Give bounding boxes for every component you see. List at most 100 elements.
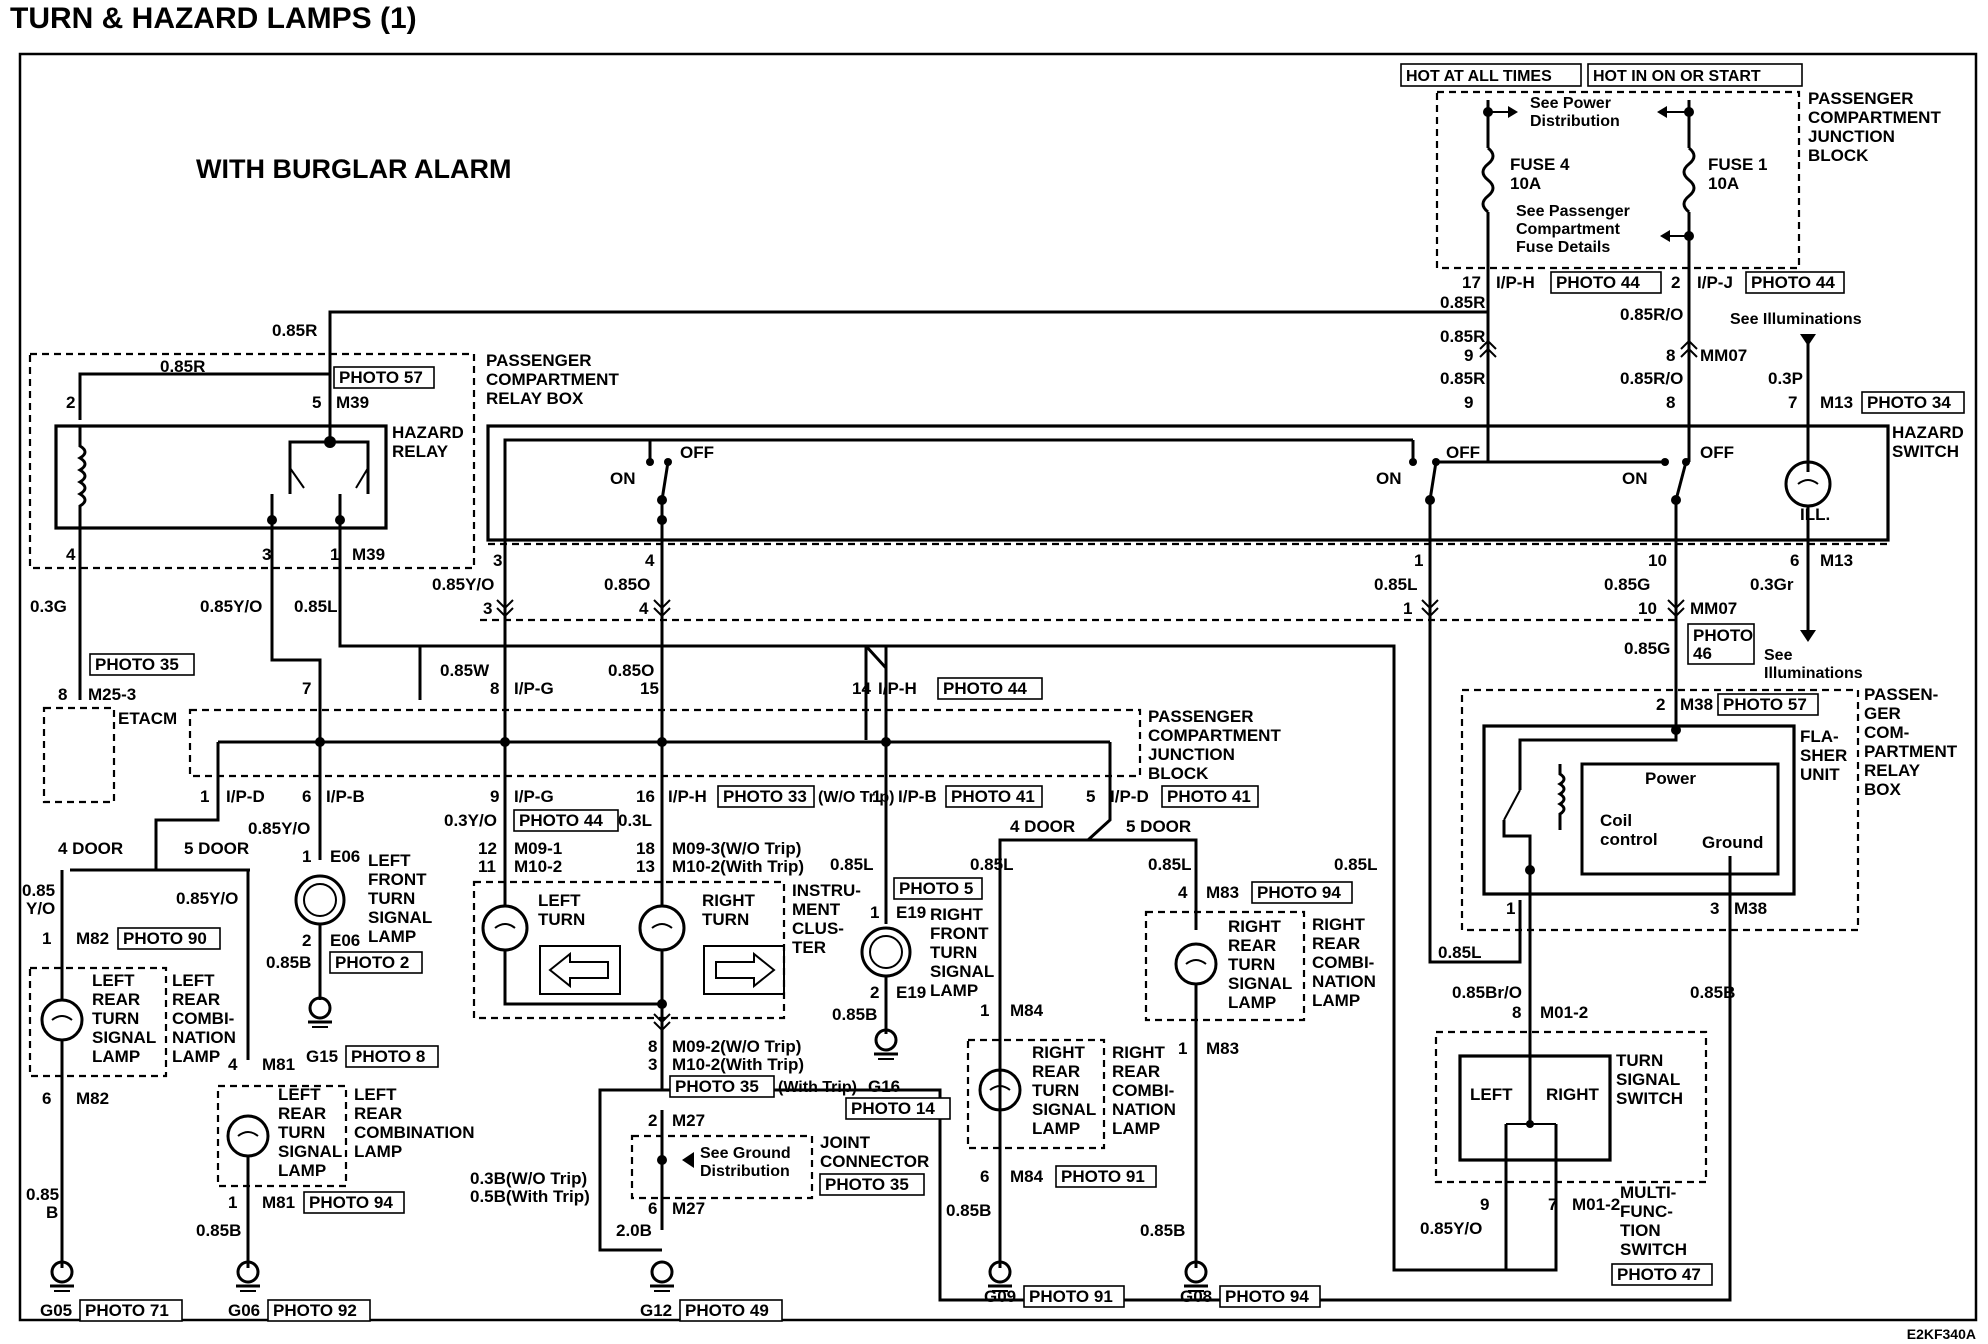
pcrb-left-label-3: RELAY BOX [486, 389, 584, 408]
photo-94-ref: PHOTO 94 [309, 1193, 393, 1212]
tss-right-label: RIGHT [1546, 1085, 1600, 1104]
on-label-3: ON [1622, 469, 1648, 488]
pin-8: 8 [1666, 346, 1675, 365]
ground-g16: G16 [868, 1077, 900, 1096]
lrcl-label-4: NATION [172, 1028, 236, 1047]
rrcl2-label-1: RIGHT [1112, 1043, 1166, 1062]
pcrb-right-label-2: GER [1864, 704, 1901, 723]
left-rear-turn-lamp-box [28, 966, 168, 1078]
with-trip-label: (With Trip) [778, 1079, 857, 1096]
wire-085yo-d: 0.85Y/O [176, 889, 238, 908]
pin-7: 7 [1788, 393, 1797, 412]
tss-label-2: SIGNAL [1616, 1070, 1680, 1089]
photo-44-ref-d: PHOTO 44 [519, 811, 603, 830]
connector-m81-b: M81 [262, 1193, 295, 1212]
pcrb-right-label-3: COM- [1864, 723, 1909, 742]
wire-03p: 0.3P [1768, 369, 1803, 388]
fuse-4-label: FUSE 4 [1510, 155, 1570, 174]
connector-e19-b: E19 [896, 983, 926, 1002]
pin-1-c: 1 [200, 787, 209, 806]
hazard-switch-contact-1: ON OFF [503, 438, 714, 542]
rrcl-label-5: LAMP [1312, 991, 1360, 1010]
left-turn-label-2: TURN [538, 910, 585, 929]
see-power-label-2: Distribution [1530, 113, 1620, 130]
pin-2-e: 2 [302, 931, 311, 950]
pin-1-g: 1 [870, 903, 879, 922]
connector-m10-2: M10-2 [514, 857, 562, 876]
pin-4-l: 4 [228, 1055, 238, 1074]
pcjb-mid-label-1: PASSENGER [1148, 707, 1254, 726]
pin-4: 4 [645, 551, 655, 570]
inst-label-4: TER [792, 938, 826, 957]
pin-1-i: 1 [980, 1001, 989, 1020]
pin-1-d: 1 [872, 787, 881, 806]
five-door-label-left: 5 DOOR [184, 839, 249, 858]
flasher-coil-label-2: control [1600, 830, 1658, 849]
connector-ip-b: I/P-B [326, 787, 365, 806]
pcjb-top-label-3: JUNCTION [1808, 127, 1895, 146]
lrtsl-label-5: LAMP [92, 1047, 140, 1066]
pin-7-b: 7 [302, 679, 311, 698]
page-title: TURN & HAZARD LAMPS (1) [10, 2, 417, 35]
photo-91-ref-b: PHOTO 91 [1029, 1287, 1113, 1306]
mfs-label-2: FUNC- [1620, 1202, 1673, 1221]
left-turn-label-1: LEFT [538, 891, 581, 910]
flasher-label-1: FLA- [1800, 727, 1839, 746]
photo-35-ref-b: PHOTO 35 [675, 1077, 759, 1096]
connector-m13: M13 [1820, 393, 1853, 412]
ground-g15: G15 [306, 1047, 338, 1066]
photo-46-ref-1: PHOTO [1693, 626, 1753, 645]
pcjb-mid-label-3: JUNCTION [1148, 745, 1235, 764]
lft-label-3: TURN [368, 889, 415, 908]
fuse-4-symbol [1481, 146, 1495, 214]
wire-085ro: 0.85R/O [1620, 305, 1683, 324]
fuse-4-rating: 10A [1510, 174, 1541, 193]
wire-085l-b: 0.85L [294, 597, 337, 616]
pin-2-g: 2 [870, 983, 879, 1002]
off-label-3: OFF [1700, 443, 1734, 462]
right-turn-label-1: RIGHT [702, 891, 756, 910]
rrtsl-label-5: LAMP [1228, 993, 1276, 1012]
lrcl2-label-2: REAR [354, 1104, 402, 1123]
rrcl-label-1: RIGHT [1312, 915, 1366, 934]
pin-18: 18 [636, 839, 655, 858]
pin-1-f: 1 [1506, 899, 1515, 918]
lrtsl2-label-2: REAR [278, 1104, 326, 1123]
see-illuminations-bottom-2: Illuminations [1764, 665, 1863, 682]
pin-5-d: 5 [1086, 787, 1095, 806]
wire-05b: 0.5B(With Trip) [470, 1187, 590, 1206]
connector-m01-2-b: M01-2 [1572, 1195, 1620, 1214]
connector-m25-3: M25-3 [88, 685, 136, 704]
pcjb-top-label-4: BLOCK [1808, 146, 1869, 165]
pin-15: 15 [640, 679, 659, 698]
photo-44-ref: PHOTO 44 [1556, 273, 1640, 292]
connector-m83: M83 [1206, 883, 1239, 902]
connector-ip-d-b: I/P-D [1110, 787, 1149, 806]
connector-e06-b: E06 [330, 931, 360, 950]
pcjb-top-label-2: COMPARTMENT [1808, 108, 1941, 127]
right-turn-label-2: TURN [702, 910, 749, 929]
ground-g05: G05 [40, 1301, 72, 1320]
pin-4-h: 4 [1178, 883, 1188, 902]
connector-m27-b: M27 [672, 1199, 705, 1218]
pin-9-b: 9 [1464, 393, 1473, 412]
connector-m83-b: M83 [1206, 1039, 1239, 1058]
pin-11: 11 [478, 857, 496, 876]
connector-m13-b: M13 [1820, 551, 1853, 570]
connector-e19: E19 [896, 903, 926, 922]
lrcl2-label-3: COMBINATION [354, 1123, 475, 1142]
hazard-relay-coil [77, 426, 87, 570]
etacm-box [42, 706, 116, 804]
rrtsl2-label-2: REAR [1032, 1062, 1080, 1081]
rrtsl2-label-3: TURN [1032, 1081, 1079, 1100]
relay-pin-1: 1 [330, 545, 339, 564]
fuse-block-outline [1435, 90, 1801, 270]
rft-label-2: FRONT [930, 924, 989, 943]
flasher-label-3: UNIT [1800, 765, 1840, 784]
rrtsl-label-1: RIGHT [1228, 917, 1282, 936]
pin-6-o: 6 [980, 1167, 989, 1186]
ground-g06: G06 [228, 1301, 260, 1320]
photo-41-ref: PHOTO 41 [951, 787, 1035, 806]
burglar-alarm-heading: WITH BURGLAR ALARM [196, 154, 511, 184]
diagram-frame [18, 52, 1978, 1322]
